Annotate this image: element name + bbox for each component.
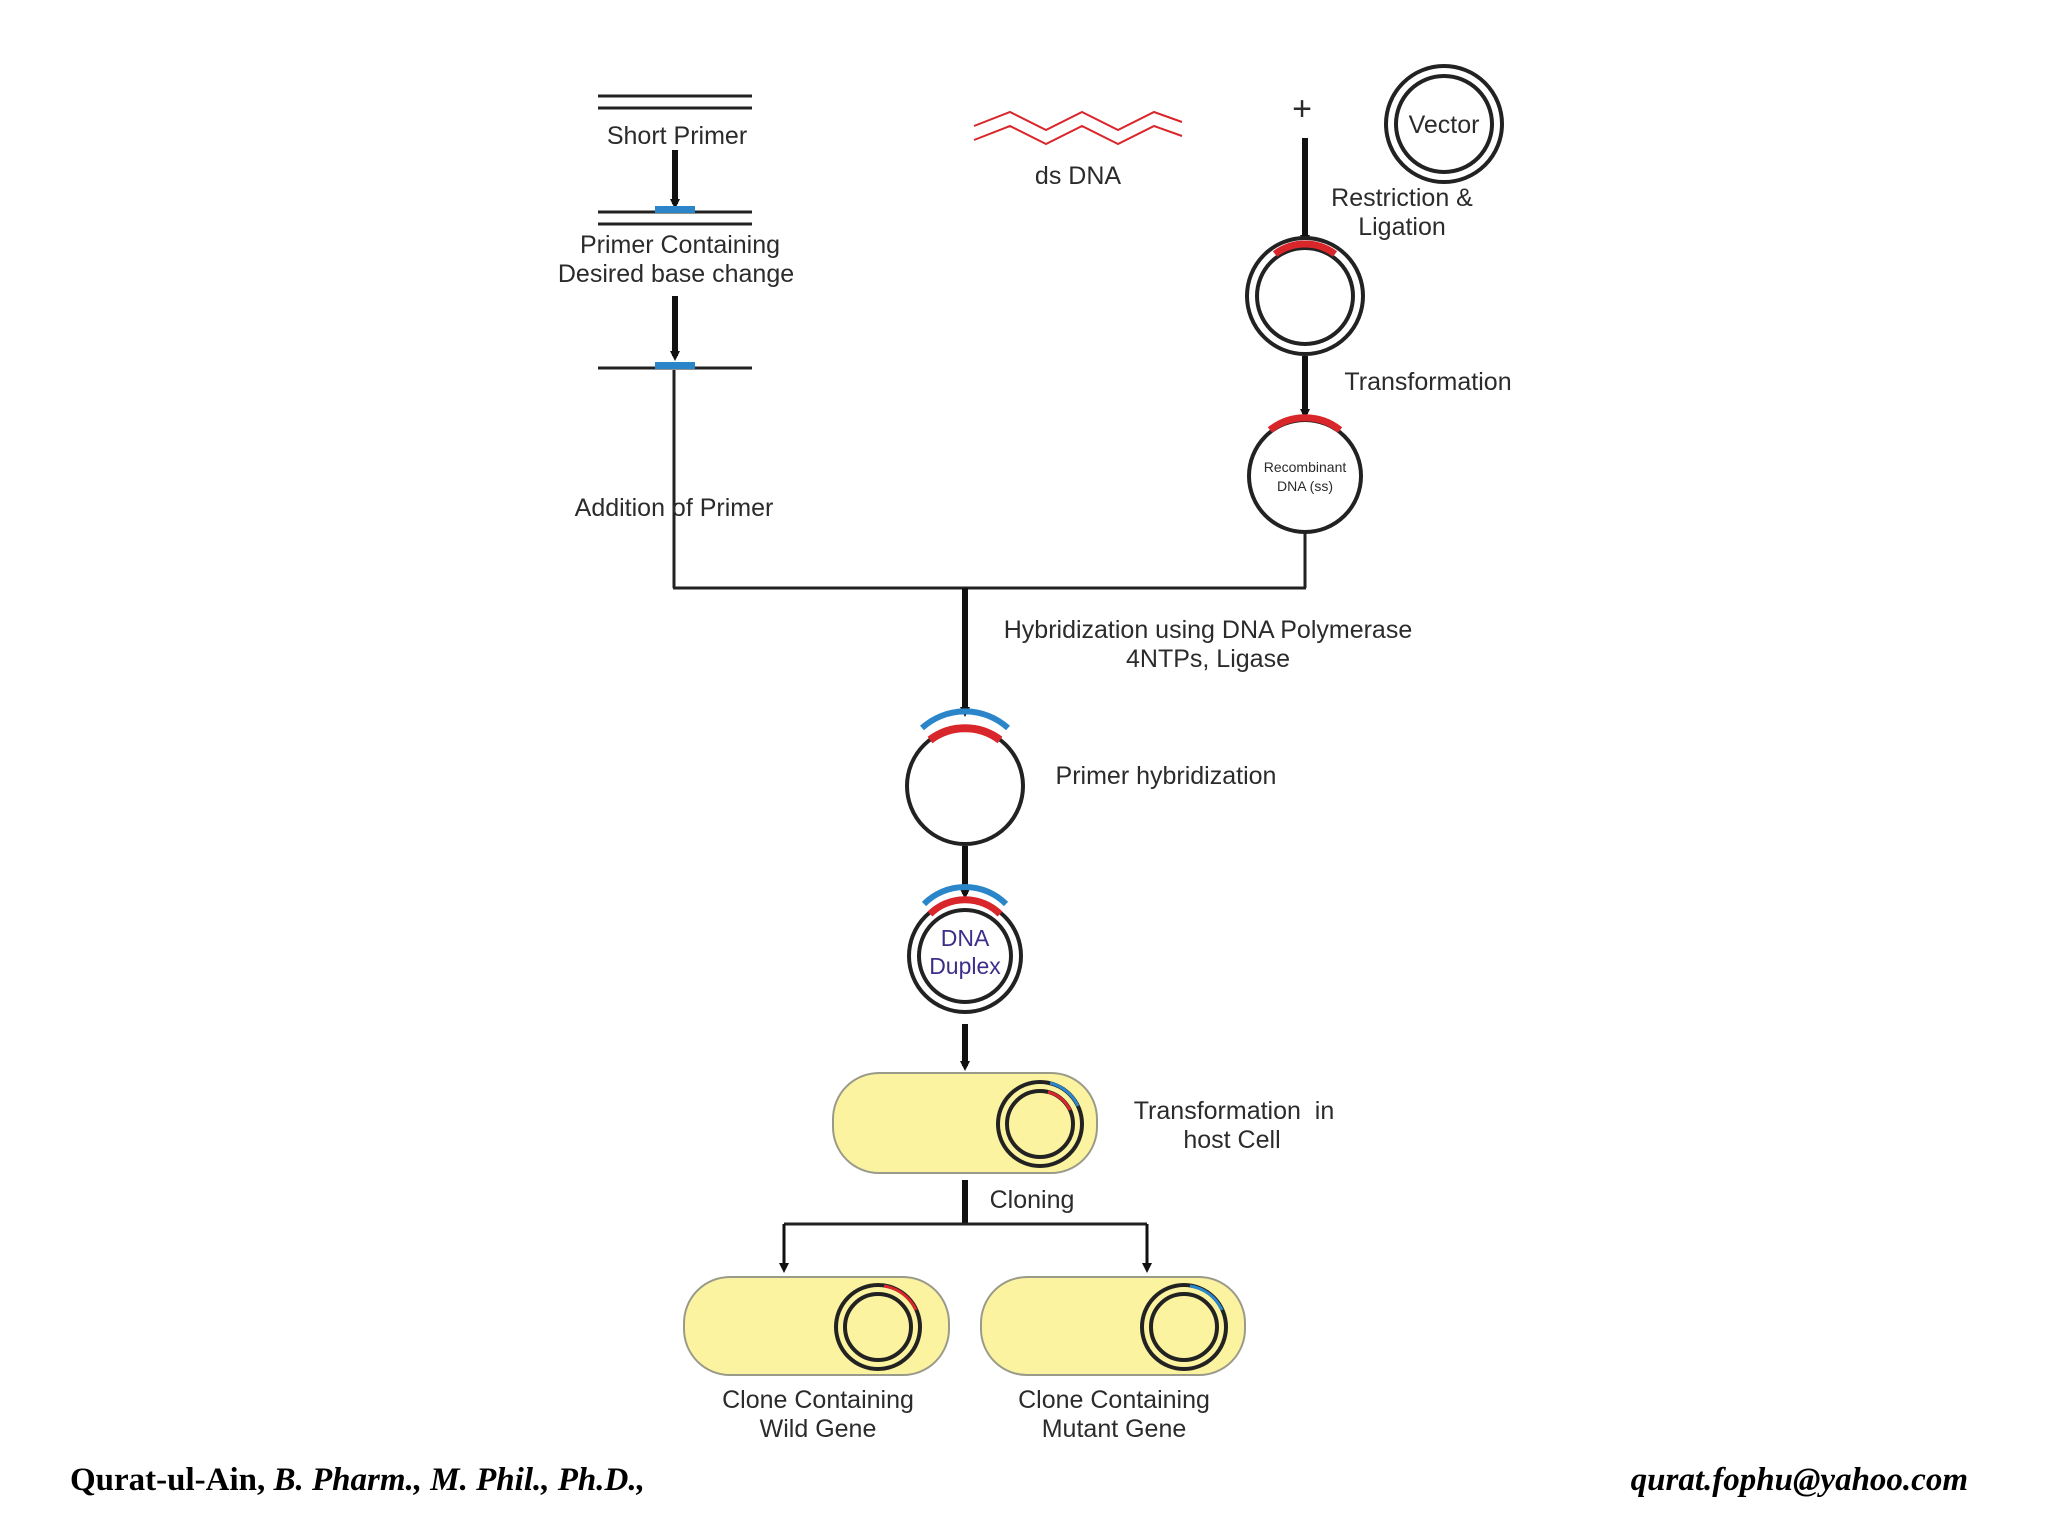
hybridization-label-line1: Hybridization using DNA Polymerase (1004, 616, 1413, 644)
mutant-gene-label: Mutant Gene (1042, 1415, 1187, 1443)
footer-email: qurat.fophu@yahoo.com (1630, 1462, 1968, 1498)
author-qualifications: B. Pharm., M. Phil., Ph.D., (273, 1462, 645, 1498)
primer-with-change-icon (598, 206, 752, 226)
addition-of-primer-label: Addition of Primer (575, 494, 774, 522)
footer-author: Qurat-ul-Ain, B. Pharm., M. Phil., Ph.D.… (70, 1462, 645, 1499)
vector-label: Vector (1409, 111, 1480, 139)
ligation-label: Ligation (1358, 213, 1446, 241)
transformation-in-label: Transformation in (1134, 1097, 1335, 1125)
hybridization-label-line2: 4NTPs, Ligase (1126, 645, 1290, 673)
host-cell-icon (832, 1072, 1098, 1174)
transformation-label: Transformation (1344, 368, 1511, 396)
dna-ss-label: DNA (ss) (1277, 478, 1333, 494)
dna-label: DNA (941, 925, 990, 951)
ds-dna-label: ds DNA (1035, 162, 1121, 190)
recombinant-label: Recombinant (1264, 459, 1347, 475)
ds-dna-icon (973, 110, 1183, 146)
vector-plasmid-icon (1384, 64, 1504, 184)
single-strand-primer-icon (598, 362, 752, 370)
restriction-label: Restriction & (1331, 184, 1473, 212)
desired-base-change-label: Desired base change (558, 260, 794, 288)
clone-containing-wild-label: Clone Containing (722, 1386, 914, 1414)
duplex-label: Duplex (929, 953, 1001, 979)
clone-containing-mutant-label: Clone Containing (1018, 1386, 1210, 1414)
plus-sign: + (1292, 90, 1312, 128)
cloning-label: Cloning (990, 1186, 1075, 1214)
short-primer-label: Short Primer (607, 122, 747, 150)
primer-hybridization-label: Primer hybridization (1056, 762, 1277, 790)
short-primer-icon (598, 94, 752, 110)
primer-hybridization-icon (905, 708, 1025, 846)
dna-duplex-icon (907, 884, 1023, 1014)
author-name: Qurat-ul-Ain, (70, 1462, 266, 1498)
host-cell-label: host Cell (1183, 1126, 1280, 1154)
recombinant-plasmid-icon (1245, 236, 1365, 356)
mutant-gene-clone-icon (980, 1276, 1246, 1376)
primer-containing-label: Primer Containing (580, 231, 780, 259)
wild-gene-clone-icon (683, 1276, 950, 1376)
wild-gene-label: Wild Gene (760, 1415, 877, 1443)
